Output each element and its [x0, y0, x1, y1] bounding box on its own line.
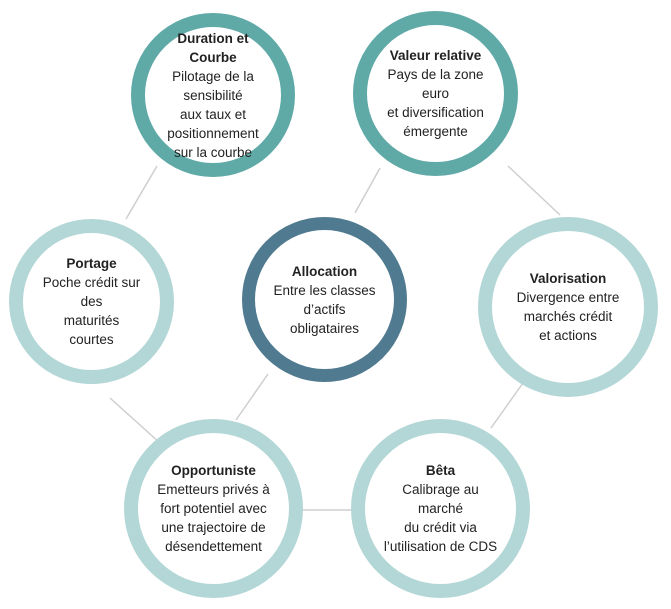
connector-duration-portage — [125, 165, 158, 220]
node-valeur-relative: Valeur relative Pays de la zone euro et … — [353, 11, 518, 176]
node-valorisation-title: Valorisation — [529, 271, 607, 286]
node-valorisation: Valorisation Divergence entre marchés cr… — [478, 217, 658, 397]
node-allocation-title: Allocation — [291, 263, 358, 279]
node-valorisation-desc: Divergence entre marchés crédit et actio… — [516, 290, 620, 343]
node-portage: Portage Poche crédit sur des maturités c… — [9, 219, 174, 384]
connector-portage-opportuniste — [109, 397, 161, 444]
node-beta-desc: Calibrage au marché du crédit via l’util… — [383, 482, 498, 554]
node-opportuniste-desc: Emetteurs privés à fort potentiel avec u… — [157, 482, 270, 554]
node-beta: Bêta Calibrage au marché du crédit via l… — [351, 419, 530, 598]
connector-allocation-opportuniste — [235, 373, 269, 421]
node-beta-title: Bêta — [425, 463, 456, 478]
node-duration-courbe: Duration et Courbe Pilotage de la sensib… — [131, 13, 295, 177]
node-portage-title: Portage — [66, 256, 117, 271]
node-portage-desc: Poche crédit sur des maturités courtes — [42, 275, 141, 347]
connector-valorisation-beta — [490, 382, 524, 429]
node-valeur-title: Valeur relative — [389, 48, 482, 63]
node-allocation: Allocation Entre les classes d’actifs ob… — [242, 217, 407, 382]
node-opportuniste: Opportuniste Emetteurs privés à fort pot… — [124, 419, 303, 598]
node-valeur-desc: Pays de la zone euro et diversification … — [387, 67, 484, 139]
node-opportuniste-title: Opportuniste — [171, 463, 256, 478]
node-allocation-desc: Entre les classes d’actifs obligataires — [273, 282, 376, 336]
connector-valeur-valorisation — [507, 165, 561, 216]
node-duration-title: Duration et Courbe — [177, 30, 249, 65]
node-duration-desc: Pilotage de la sensibilité aux taux et p… — [167, 68, 259, 160]
connector-valeur-allocation — [354, 167, 381, 214]
